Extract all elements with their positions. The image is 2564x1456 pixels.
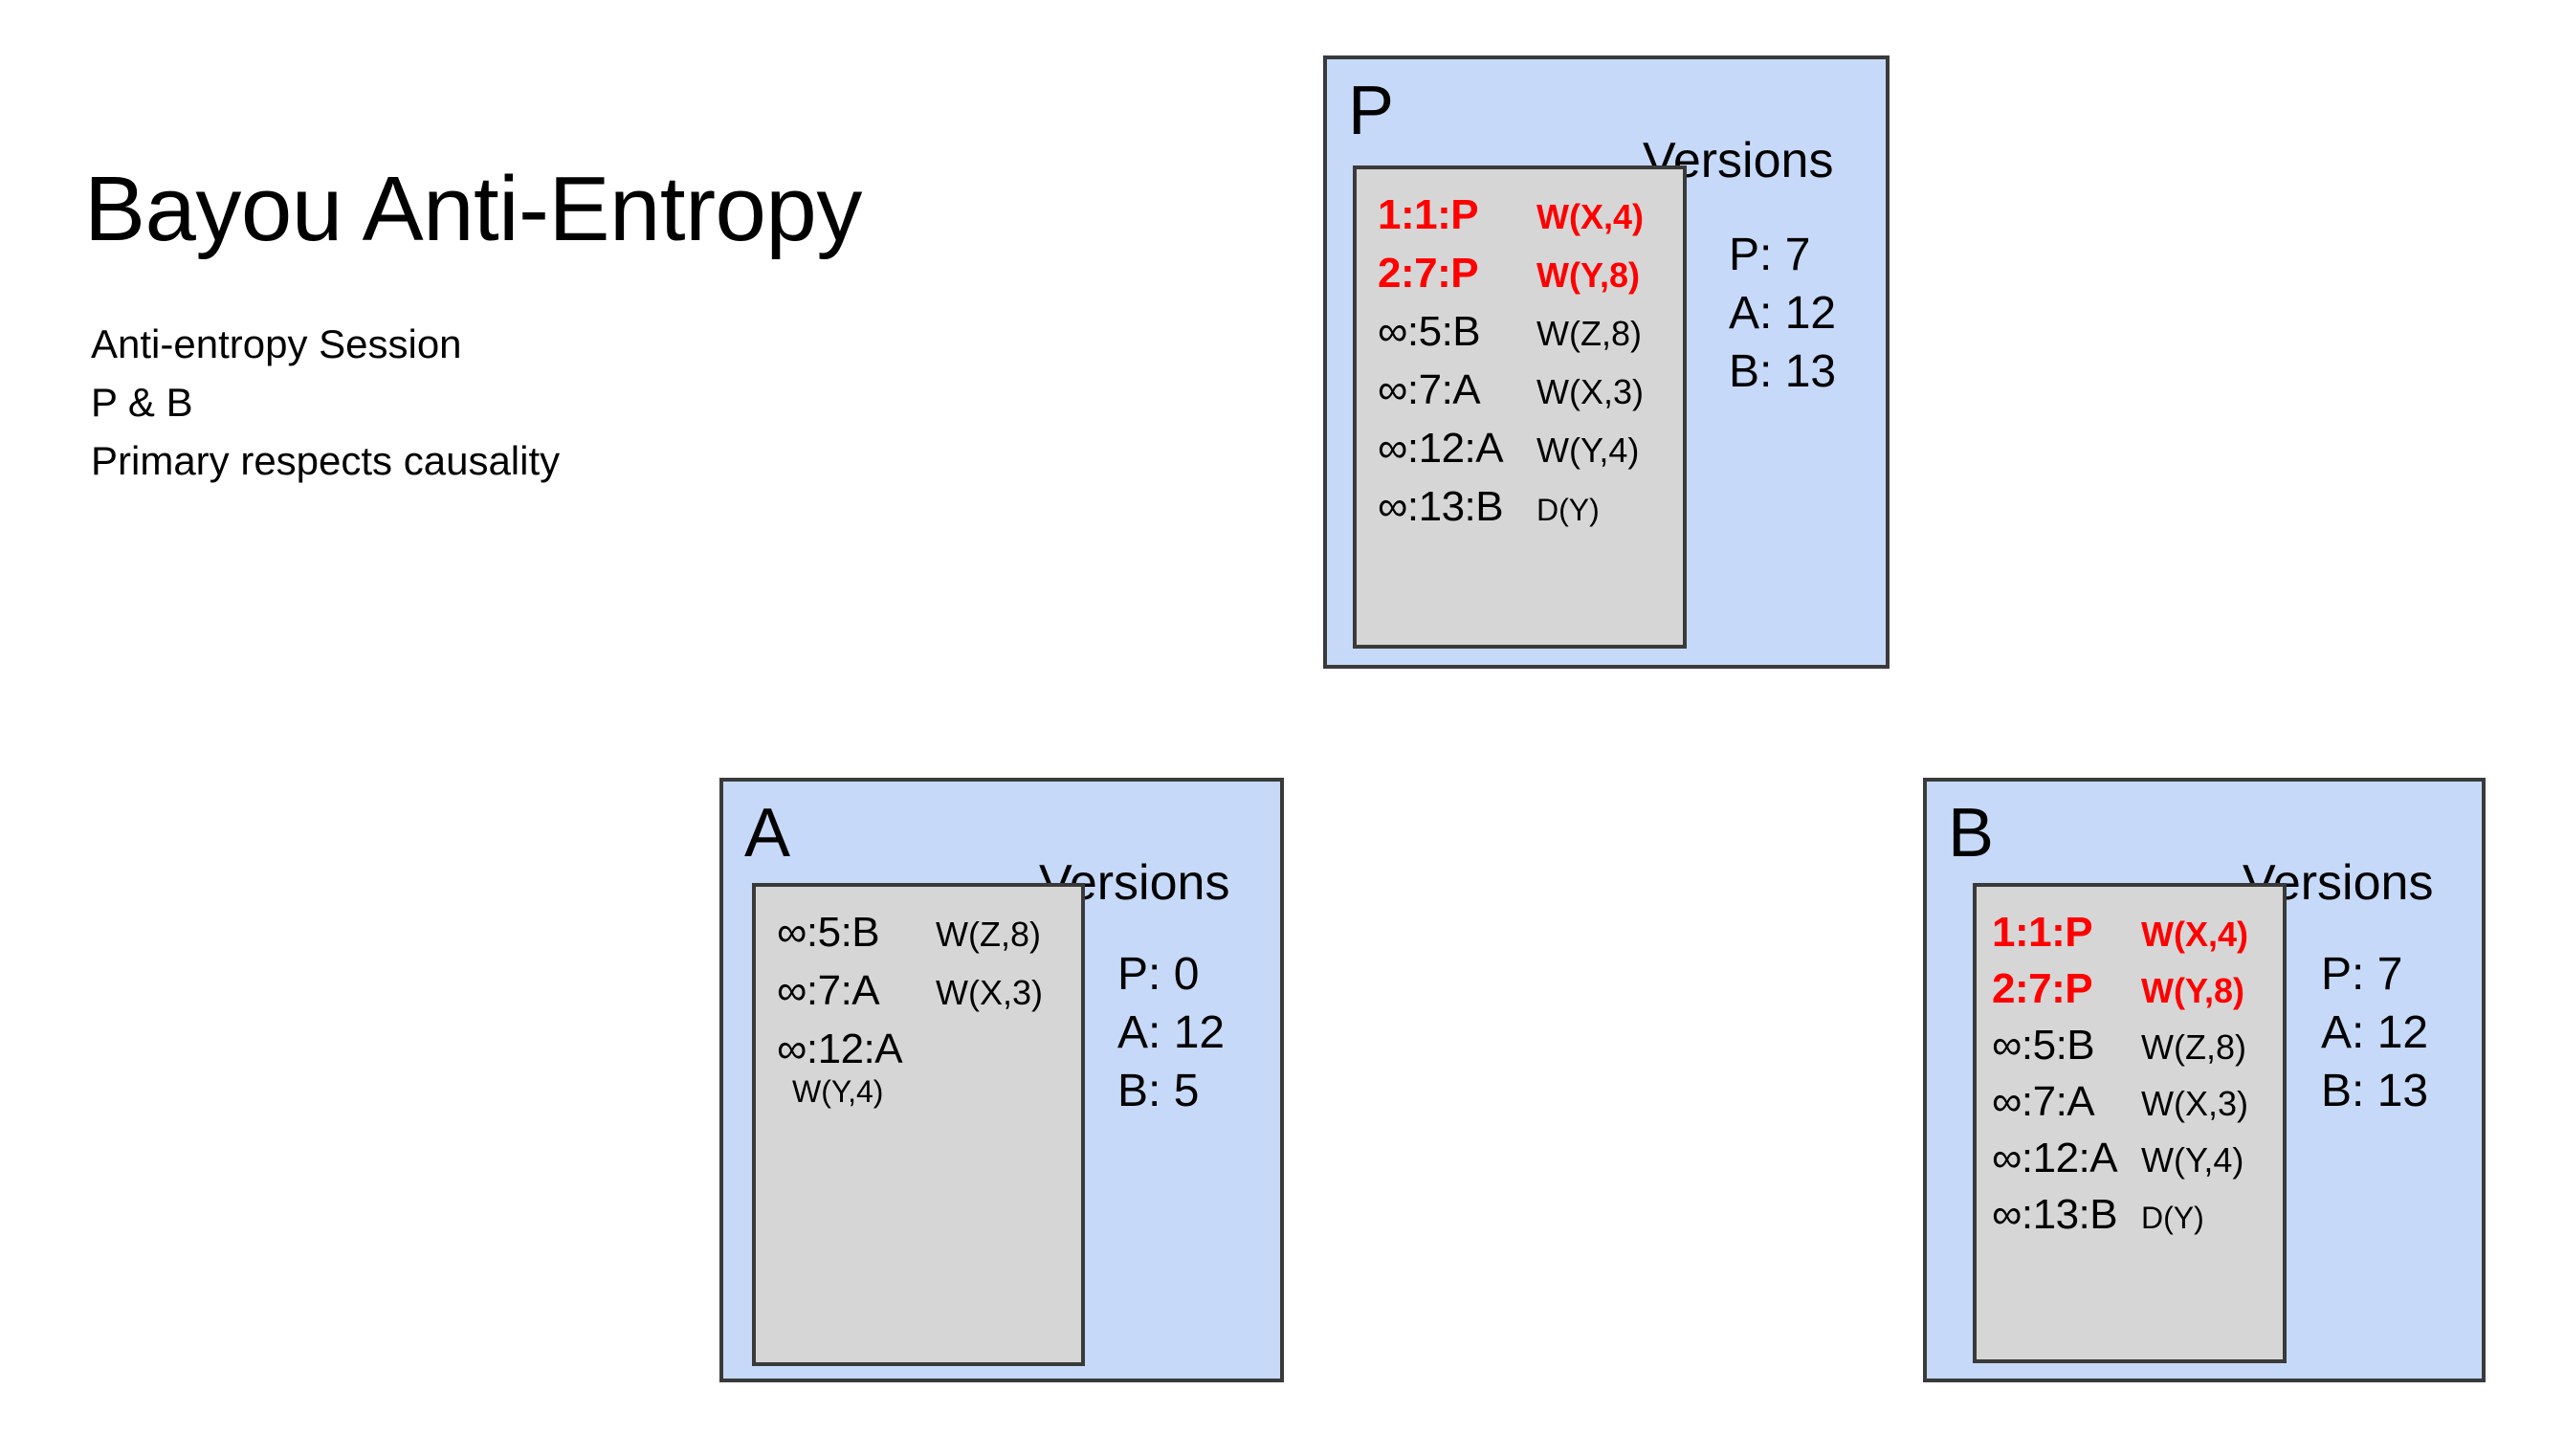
log-row-id: ∞:12:A	[1378, 425, 1504, 472]
version-row: P: 7	[2321, 949, 2403, 1000]
log-row-id: ∞:7:A	[1378, 366, 1481, 413]
log-row-op: W(X,4)	[1536, 197, 1644, 236]
version-row: B: 13	[1729, 345, 1837, 397]
version-row: A: 12	[2321, 1006, 2429, 1058]
replica-node-P: P Versions P: 7 A: 12 B: 13 1:1:P W(X,4)…	[1323, 55, 1890, 669]
log-row-op: W(Y,4)	[792, 1074, 884, 1109]
version-row: P: 7	[1729, 230, 1811, 280]
log-row-op: W(Y,4)	[1536, 430, 1640, 470]
log-row-id: 1:1:P	[1378, 191, 1479, 238]
log-row-id: 1:1:P	[1992, 909, 2093, 956]
log-row-id: 2:7:P	[1378, 250, 1479, 297]
page-title: Bayou Anti-Entropy	[84, 158, 862, 261]
intro-line-2: P & B	[91, 379, 193, 425]
log-row: 2:7:P W(Y,8)	[1992, 968, 2283, 1025]
log-row-op: D(Y)	[2141, 1201, 2204, 1235]
log-row: ∞:13:B D(Y)	[1992, 1194, 2283, 1250]
version-row: B: 13	[2321, 1065, 2429, 1116]
log-row-id: ∞:12:A	[1992, 1135, 2118, 1181]
log-row-id: ∞:7:A	[1992, 1078, 2095, 1125]
log-row-id: ∞:13:B	[1992, 1191, 2118, 1238]
intro-line-1: Anti-entropy Session	[91, 321, 462, 366]
log-row-op: W(X,4)	[2141, 915, 2248, 954]
replica-node-B: B Versions P: 7 A: 12 B: 13 1:1:P W(X,4)…	[1923, 778, 2486, 1382]
log-row-id: 2:7:P	[1992, 965, 2093, 1012]
log-row-list: 1:1:P W(X,4) 2:7:P W(Y,8) ∞:5:B W(Z,8) ∞…	[1977, 887, 2283, 1250]
node-label-B: B	[1948, 795, 1995, 871]
log-row: ∞:5:B W(Z,8)	[1992, 1025, 2283, 1081]
version-row: A: 12	[1729, 287, 1837, 339]
log-row: ∞:7:A W(X,3)	[1378, 369, 1683, 428]
intro-line-3: Primary respects causality	[91, 437, 561, 483]
log-row-op: W(Y,8)	[1536, 255, 1640, 295]
log-row-op: W(Z,8)	[936, 915, 1041, 954]
write-log-A: ∞:5:B W(Z,8) ∞:7:A W(X,3) ∞:12:A W(Y,4)	[752, 883, 1085, 1366]
log-row-id: ∞:5:B	[1992, 1022, 2095, 1069]
log-row-op: W(Z,8)	[1536, 314, 1642, 353]
log-row-op: W(X,3)	[936, 973, 1043, 1012]
log-row: ∞:12:A W(Y,4)	[1992, 1137, 2283, 1194]
log-row: 2:7:P W(Y,8)	[1378, 253, 1683, 311]
log-row-id: ∞:5:B	[777, 909, 880, 956]
replica-node-A: A Versions P: 0 A: 12 B: 5 ∞:5:B W(Z,8) …	[719, 778, 1284, 1382]
log-row-op: W(X,3)	[1536, 372, 1644, 411]
node-label-A: A	[744, 795, 791, 871]
log-row-id: ∞:7:A	[777, 967, 880, 1014]
version-vector-P: P: 7 A: 12 B: 13	[1729, 227, 1836, 402]
log-row-list: ∞:5:B W(Z,8) ∞:7:A W(X,3) ∞:12:A W(Y,4)	[756, 887, 1081, 1143]
log-row: ∞:7:A W(X,3)	[1992, 1081, 2283, 1137]
log-row-list: 1:1:P W(X,4) 2:7:P W(Y,8) ∞:5:B W(Z,8) ∞…	[1357, 169, 1683, 544]
version-vector-B: P: 7 A: 12 B: 13	[2321, 946, 2428, 1121]
log-row-op: D(Y)	[1536, 493, 1600, 527]
log-row: ∞:5:B W(Z,8)	[1378, 311, 1683, 369]
intro-text-block: Anti-entropy Session P & B Primary respe…	[91, 316, 560, 491]
log-row-op: W(Y,4)	[2141, 1140, 2244, 1180]
log-row: ∞:12:A W(Y,4)	[1378, 428, 1683, 486]
log-row-op: W(Y,8)	[2141, 971, 2244, 1010]
node-label-P: P	[1348, 73, 1395, 149]
log-row-op: W(X,3)	[2141, 1084, 2248, 1123]
version-vector-A: P: 0 A: 12 B: 5	[1117, 946, 1225, 1121]
log-row: ∞:5:B W(Z,8)	[777, 912, 1081, 970]
version-row: P: 0	[1117, 949, 1200, 1000]
log-row: ∞:12:A W(Y,4)	[777, 1028, 1081, 1143]
log-row-id: ∞:13:B	[1378, 483, 1504, 530]
version-row: A: 12	[1117, 1006, 1226, 1058]
write-log-P: 1:1:P W(X,4) 2:7:P W(Y,8) ∞:5:B W(Z,8) ∞…	[1353, 165, 1687, 649]
log-row-op: W(Z,8)	[2141, 1027, 2246, 1067]
log-row: 1:1:P W(X,4)	[1992, 912, 2283, 968]
version-row: B: 5	[1117, 1065, 1200, 1116]
log-row: ∞:13:B D(Y)	[1378, 486, 1683, 544]
log-row-id: ∞:12:A	[777, 1026, 903, 1072]
log-row-id: ∞:5:B	[1378, 308, 1481, 355]
log-row: 1:1:P W(X,4)	[1378, 194, 1683, 253]
write-log-B: 1:1:P W(X,4) 2:7:P W(Y,8) ∞:5:B W(Z,8) ∞…	[1973, 883, 2287, 1363]
log-row: ∞:7:A W(X,3)	[777, 970, 1081, 1028]
